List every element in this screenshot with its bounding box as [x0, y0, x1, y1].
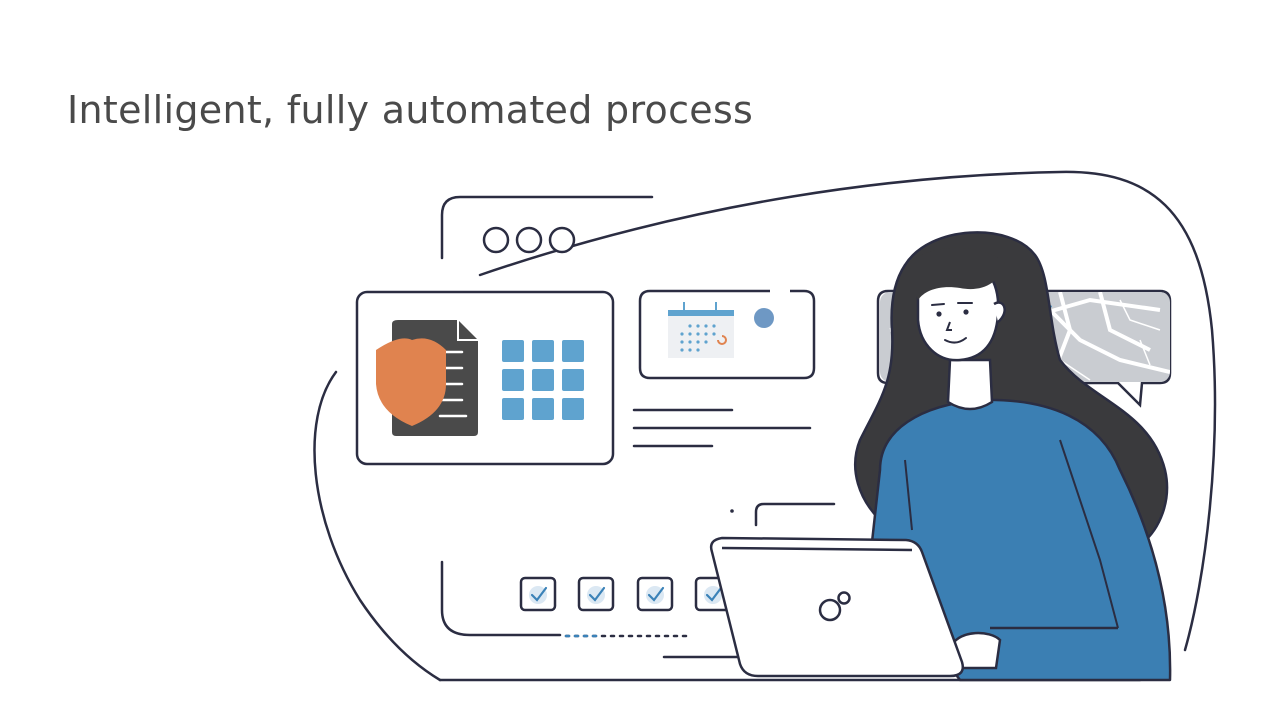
sweater-arm-line	[1059, 439, 1119, 629]
task-checkboxes	[519, 576, 732, 612]
screen-bracket	[754, 502, 836, 527]
screen-dot	[730, 509, 734, 513]
eye-left	[936, 311, 942, 317]
background-blob-left	[313, 370, 442, 682]
nose	[945, 321, 952, 331]
neck	[946, 358, 994, 411]
browser-frame	[440, 195, 654, 260]
slide-title: Intelligent, fully automated process	[67, 88, 754, 132]
text-lines	[632, 408, 812, 448]
checkbox-icon	[577, 576, 615, 612]
calendar-icon	[668, 302, 734, 358]
eye-right	[963, 309, 969, 315]
shield-icon	[376, 338, 446, 426]
grid-icon	[502, 340, 584, 420]
calendar-status-dot	[754, 308, 774, 328]
hair-fringe	[905, 247, 1005, 300]
background-blob-outline	[478, 170, 1217, 652]
sweater-fold	[904, 459, 913, 531]
checkbox-icon	[636, 576, 674, 612]
brow-left	[931, 303, 945, 306]
sweater	[868, 398, 1172, 682]
ear	[993, 301, 1006, 323]
checkbox-icon	[519, 576, 557, 612]
laptop-logo	[818, 591, 851, 622]
browser-dots-icon	[482, 226, 576, 254]
person-figure	[853, 231, 1172, 682]
task-panel-frame	[440, 560, 562, 637]
hand	[950, 631, 1002, 670]
laptop-icon	[709, 536, 964, 678]
smile	[944, 337, 967, 344]
